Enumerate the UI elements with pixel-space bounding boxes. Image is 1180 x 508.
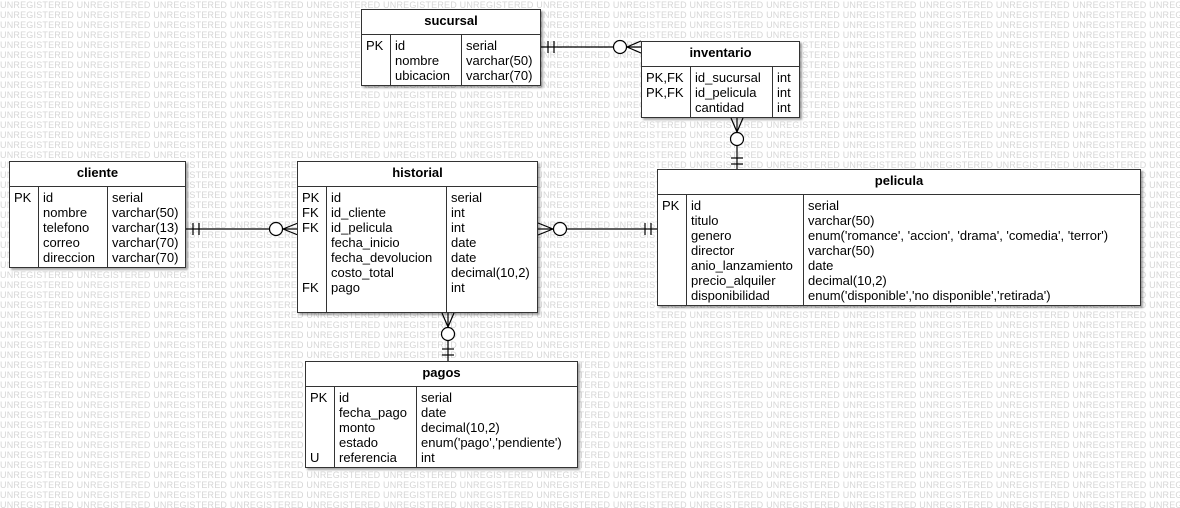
watermark-line: UNREGISTERED UNREGISTERED UNREGISTERED U…	[0, 310, 1180, 320]
watermark-line: UNREGISTERED UNREGISTERED UNREGISTERED U…	[0, 290, 1180, 300]
table-inventario-title: inventario	[642, 42, 799, 67]
table-sucursal-title: sucursal	[362, 10, 540, 35]
watermark-line: UNREGISTERED UNREGISTERED UNREGISTERED U…	[0, 130, 1180, 140]
watermark-line: UNREGISTERED UNREGISTERED UNREGISTERED U…	[0, 270, 1180, 280]
watermark-line: UNREGISTERED UNREGISTERED UNREGISTERED U…	[0, 10, 1180, 20]
watermark-line: UNREGISTERED UNREGISTERED UNREGISTERED U…	[0, 60, 1180, 70]
watermark-line: UNREGISTERED UNREGISTERED UNREGISTERED U…	[0, 490, 1180, 500]
watermark-line: UNREGISTERED UNREGISTERED UNREGISTERED U…	[0, 80, 1180, 90]
watermark-line: UNREGISTERED UNREGISTERED UNREGISTERED U…	[0, 470, 1180, 480]
table-historial-title: historial	[298, 162, 537, 187]
watermark-line: UNREGISTERED UNREGISTERED UNREGISTERED U…	[0, 260, 1180, 270]
watermark-line: UNREGISTERED UNREGISTERED UNREGISTERED U…	[0, 430, 1180, 440]
table-pelicula-title: pelicula	[658, 170, 1140, 195]
watermark-line: UNREGISTERED UNREGISTERED UNREGISTERED U…	[0, 30, 1180, 40]
table-sucursal-keys: PK	[362, 35, 391, 86]
watermark-line: UNREGISTERED UNREGISTERED UNREGISTERED U…	[0, 240, 1180, 250]
relationship-pelicula-historial	[537, 221, 658, 237]
table-pagos-title: pagos	[306, 362, 577, 387]
watermark-line: UNREGISTERED UNREGISTERED UNREGISTERED U…	[0, 200, 1180, 210]
watermark-line: UNREGISTERED UNREGISTERED UNREGISTERED U…	[0, 330, 1180, 340]
watermark-line: UNREGISTERED UNREGISTERED UNREGISTERED U…	[0, 230, 1180, 240]
watermark-line: UNREGISTERED UNREGISTERED UNREGISTERED U…	[0, 300, 1180, 310]
table-cliente-keys: PK	[10, 187, 39, 268]
watermark-line: UNREGISTERED UNREGISTERED UNREGISTERED U…	[0, 420, 1180, 430]
table-cliente-title: cliente	[10, 162, 185, 187]
watermark-line: UNREGISTERED UNREGISTERED UNREGISTERED U…	[0, 0, 1180, 10]
watermark-line: UNREGISTERED UNREGISTERED UNREGISTERED U…	[0, 460, 1180, 470]
watermark-line: UNREGISTERED UNREGISTERED UNREGISTERED U…	[0, 320, 1180, 330]
watermark-line: UNREGISTERED UNREGISTERED UNREGISTERED U…	[0, 350, 1180, 360]
relationship-cliente-historial	[186, 221, 299, 237]
watermark-line: UNREGISTERED UNREGISTERED UNREGISTERED U…	[0, 360, 1180, 370]
watermark-line: UNREGISTERED UNREGISTERED UNREGISTERED U…	[0, 370, 1180, 380]
watermark-line: UNREGISTERED UNREGISTERED UNREGISTERED U…	[0, 180, 1180, 190]
watermark-line: UNREGISTERED UNREGISTERED UNREGISTERED U…	[0, 150, 1180, 160]
watermark-line: UNREGISTERED UNREGISTERED UNREGISTERED U…	[0, 380, 1180, 390]
relationship-pelicula-inventario	[729, 117, 745, 170]
watermark-line: UNREGISTERED UNREGISTERED UNREGISTERED U…	[0, 450, 1180, 460]
watermark-line: UNREGISTERED UNREGISTERED UNREGISTERED U…	[0, 100, 1180, 110]
relationship-sucursal-inventario	[541, 39, 642, 55]
watermark-line: UNREGISTERED UNREGISTERED UNREGISTERED U…	[0, 140, 1180, 150]
watermark-line: UNREGISTERED UNREGISTERED UNREGISTERED U…	[0, 160, 1180, 170]
watermark-line: UNREGISTERED UNREGISTERED UNREGISTERED U…	[0, 250, 1180, 260]
watermark-line: UNREGISTERED UNREGISTERED UNREGISTERED U…	[0, 500, 1180, 508]
watermark-line: UNREGISTERED UNREGISTERED UNREGISTERED U…	[0, 440, 1180, 450]
watermark-line: UNREGISTERED UNREGISTERED UNREGISTERED U…	[0, 170, 1180, 180]
watermark-line: UNREGISTERED UNREGISTERED UNREGISTERED U…	[0, 390, 1180, 400]
table-pelicula-keys: PK	[658, 195, 687, 306]
watermark-line: UNREGISTERED UNREGISTERED UNREGISTERED U…	[0, 120, 1180, 130]
watermark-line: UNREGISTERED UNREGISTERED UNREGISTERED U…	[0, 480, 1180, 490]
watermark-line: UNREGISTERED UNREGISTERED UNREGISTERED U…	[0, 340, 1180, 350]
watermark-line: UNREGISTERED UNREGISTERED UNREGISTERED U…	[0, 50, 1180, 60]
watermark-line: UNREGISTERED UNREGISTERED UNREGISTERED U…	[0, 40, 1180, 50]
watermark-line: UNREGISTERED UNREGISTERED UNREGISTERED U…	[0, 20, 1180, 30]
watermark-line: UNREGISTERED UNREGISTERED UNREGISTERED U…	[0, 400, 1180, 410]
watermark-line: UNREGISTERED UNREGISTERED UNREGISTERED U…	[0, 190, 1180, 200]
watermark-line: UNREGISTERED UNREGISTERED UNREGISTERED U…	[0, 90, 1180, 100]
watermark-line: UNREGISTERED UNREGISTERED UNREGISTERED U…	[0, 110, 1180, 120]
relationship-pagos-historial	[440, 312, 456, 362]
watermark-line: UNREGISTERED UNREGISTERED UNREGISTERED U…	[0, 70, 1180, 80]
watermark-line: UNREGISTERED UNREGISTERED UNREGISTERED U…	[0, 410, 1180, 420]
watermark-line: UNREGISTERED UNREGISTERED UNREGISTERED U…	[0, 280, 1180, 290]
watermark-line: UNREGISTERED UNREGISTERED UNREGISTERED U…	[0, 210, 1180, 220]
watermark-line: UNREGISTERED UNREGISTERED UNREGISTERED U…	[0, 220, 1180, 230]
